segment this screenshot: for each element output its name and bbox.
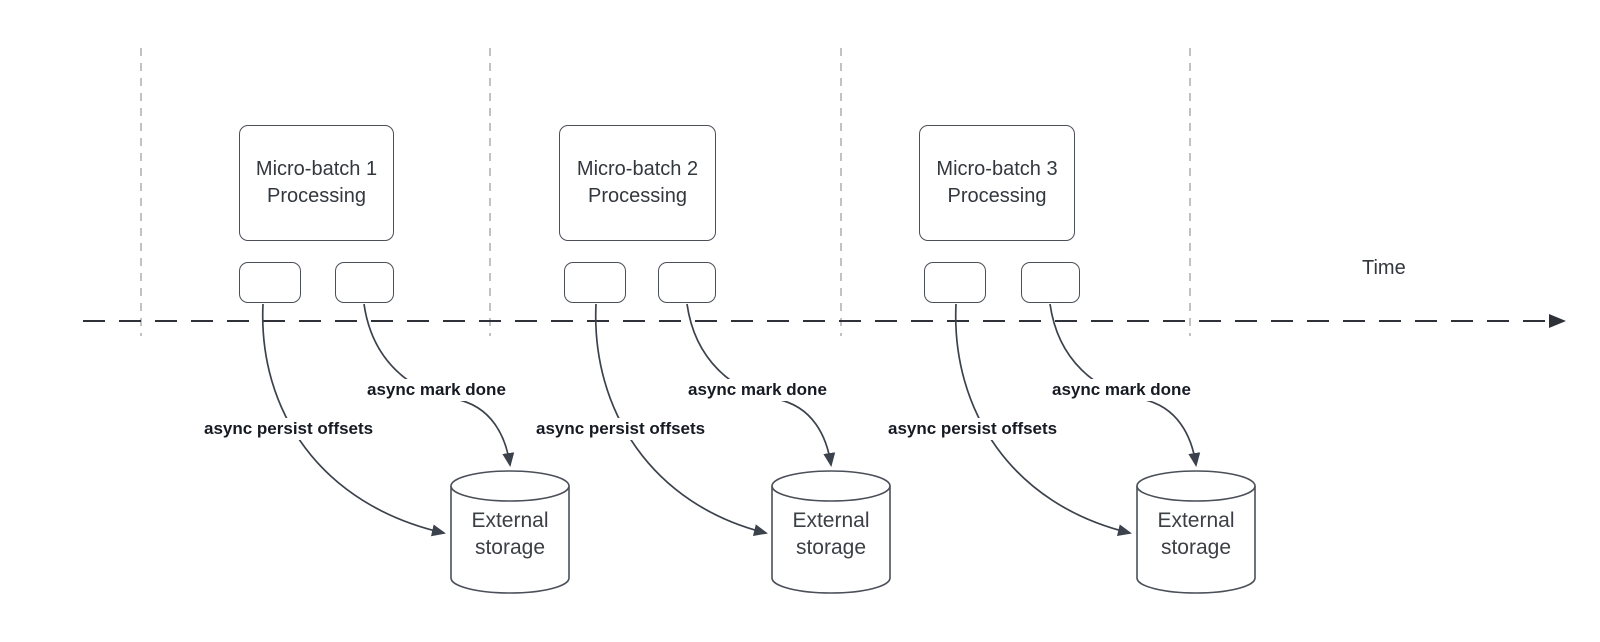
storage-label-2-line2: storage (795, 536, 867, 559)
micro-batch-3-title-line1: Micro-batch 3 (936, 158, 1058, 180)
mark-done-label-1: async mark done (364, 379, 509, 401)
micro-batch-1-title-line1: Micro-batch 1 (255, 158, 378, 180)
cylinder-body-3 (1136, 486, 1256, 594)
micro-batch-2-title-line2: Processing (588, 185, 687, 207)
persist-offsets-label-2: async persist offsets (533, 418, 709, 440)
storage-label-2-line1: External (792, 509, 870, 532)
persist-offsets-label-1: async persist offsets (201, 418, 377, 440)
cylinder-top-1 (450, 470, 570, 502)
micro-batch-2-box: Micro-batch 2 Processing (559, 125, 716, 241)
storage-label-1-line2: storage (474, 536, 546, 559)
storage-cylinder-3 (1136, 470, 1256, 594)
micro-batch-2-commit-box (658, 262, 716, 303)
mark-done-label-2: async mark done (685, 379, 830, 401)
storage-cylinder-1 (450, 470, 570, 594)
micro-batch-1-title-line2: Processing (267, 185, 366, 207)
external-storage-label-1: External storage (451, 507, 569, 561)
micro-batch-3-commit-box (1021, 262, 1080, 303)
micro-batch-3-title-line2: Processing (947, 185, 1047, 207)
persist-offsets-label-3: async persist offsets (885, 418, 1061, 440)
micro-batch-2-title-line1: Micro-batch 2 (576, 158, 699, 180)
persist-offsets-arrow-1 (261, 303, 446, 537)
micro-batch-3-box: Micro-batch 3 Processing (919, 125, 1075, 241)
cylinder-body-1 (450, 486, 570, 594)
storage-label-3-line2: storage (1160, 536, 1232, 559)
cylinder-top-2 (771, 470, 891, 502)
storage-label-1-line1: External (471, 509, 549, 532)
micro-batch-2-offset-box (564, 262, 626, 303)
micro-batch-1-box: Micro-batch 1 Processing (239, 125, 394, 241)
storage-cylinder-2 (771, 470, 891, 594)
persist-offsets-arrow-3 (954, 303, 1132, 537)
external-storage-label-3: External storage (1137, 507, 1255, 561)
cylinder-top-3 (1136, 470, 1256, 502)
micro-batch-1-offset-box (239, 262, 301, 303)
cylinder-body-2 (771, 486, 891, 594)
external-storage-label-2: External storage (772, 507, 890, 561)
micro-batch-3-offset-box (924, 262, 986, 303)
mark-done-label-3: async mark done (1049, 379, 1194, 401)
micro-batch-1-commit-box (335, 262, 394, 303)
persist-offsets-arrow-2 (594, 303, 768, 536)
storage-label-3-line1: External (1157, 509, 1235, 532)
time-axis-label: Time (1362, 257, 1406, 279)
